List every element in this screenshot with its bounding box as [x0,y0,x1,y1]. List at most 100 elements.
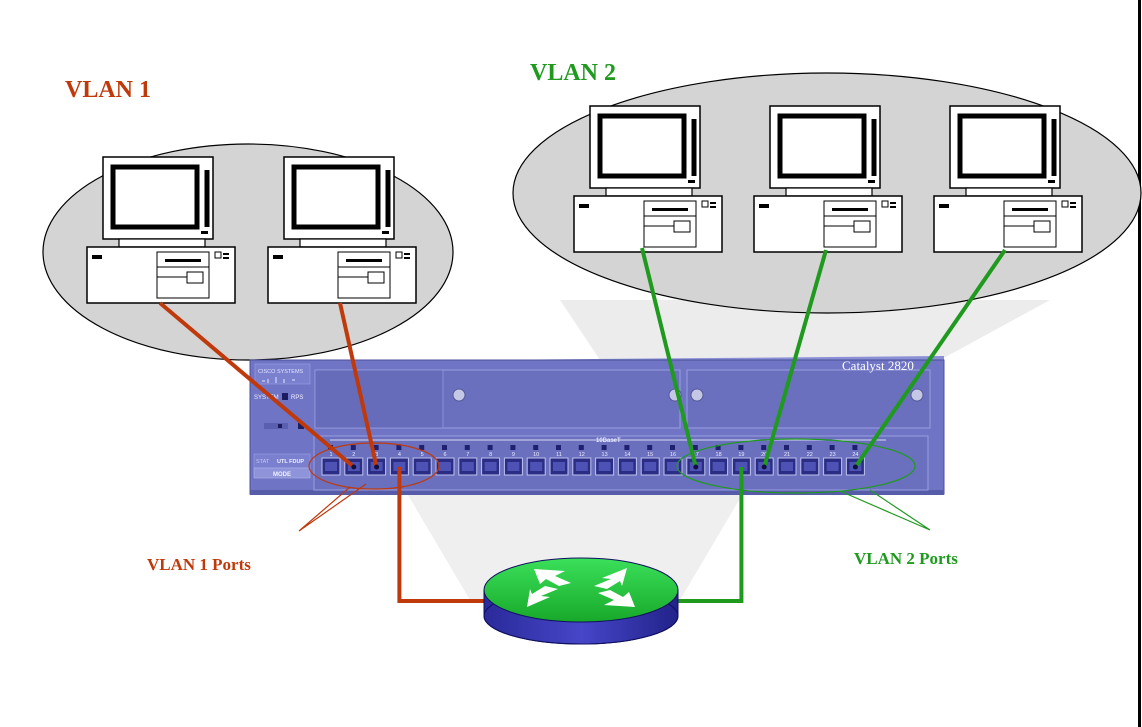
port-jack-inner [553,462,565,471]
vlan2-ports-callout: VLAN 2 Ports [676,438,958,568]
port-number: 5 [421,452,424,458]
port-led [601,445,607,450]
router-top [483,557,679,623]
port-led [692,445,698,450]
port-number: 11 [556,452,562,458]
monitor-stand [299,238,387,248]
port-number: 18 [716,452,722,458]
port-jack-inner [484,462,497,471]
port-number: 2 [352,452,355,458]
router-icon [483,557,679,645]
monitor-stand [118,238,206,248]
port-led [670,445,675,450]
monitor-screen [110,164,200,230]
switch-port[interactable]: 7 [458,445,478,476]
cisco-logo-bars [262,377,295,383]
switch-port[interactable]: 14 [617,445,637,476]
cisco-logo-box [254,363,311,385]
monitor-button [201,231,208,234]
port-number: 14 [624,452,630,458]
switch-port[interactable]: 18 [709,445,729,476]
port-jack-inner [439,462,451,471]
side-switch-3 [223,257,229,259]
switch-port[interactable]: 22 [800,445,820,476]
port-number: 3 [375,452,378,458]
switch-port[interactable]: 9 [503,445,523,476]
switch-port[interactable]: 23 [823,445,843,476]
router-arrow-bottom-right [598,590,635,607]
system-led [282,393,288,400]
desktop-computer-icon [86,156,236,304]
port-jack-inner [781,462,793,471]
port-led [784,445,789,450]
switch-port[interactable]: 10 [526,445,546,476]
power-led [759,204,769,208]
port-connection-dot [374,464,380,470]
drive-button [367,271,385,284]
mode-button-label: MODE [273,472,291,478]
port-jack-inner [644,462,657,471]
drive-button [853,220,871,233]
switch-port[interactable]: 8 [481,445,501,476]
port-number: 19 [738,452,744,458]
port-led [487,445,493,450]
port-connection-dot [761,464,767,470]
router-arrow-top-right [594,568,627,589]
port-number: 4 [398,452,401,458]
port-jack-inner [621,462,634,471]
port-jack-inner [826,462,839,471]
vlan2-pc3-link [853,248,1007,469]
port-jack-inner [393,462,406,471]
power-led [579,204,589,208]
side-switch-3 [890,206,896,208]
port-jack-inner [803,462,816,471]
port-number: 17 [693,452,699,458]
switch-port[interactable]: 6 [435,445,455,476]
port-led [419,445,425,450]
vlan1-title: VLAN 1 [65,77,151,103]
port-jack-inner [667,462,679,471]
drive-button [673,220,691,233]
desktop-computer-icon [753,105,903,253]
port-jack-inner [712,462,725,471]
side-switch-2 [710,202,716,204]
vlan1-ports-ellipse [308,442,440,490]
switch-port[interactable]: 11 [549,445,569,476]
port-led [829,445,835,450]
port-led [556,445,561,450]
port-led [624,445,630,450]
port-number: 7 [466,452,469,458]
port-number: 12 [579,452,585,458]
switch-port[interactable]: 12 [572,445,592,476]
switch-port[interactable]: 21 [777,445,797,476]
floppy-slot [165,259,201,262]
mode-button[interactable] [253,467,311,479]
port-number: 15 [647,452,653,458]
port-number: 16 [670,452,676,458]
utl-fdup-label: UTL FDUP [277,459,304,465]
monitor-screen [291,164,381,230]
connection-lines [158,247,1007,603]
port-led [442,445,447,450]
port-led [738,445,744,450]
catalyst-switch: CISCO SYSTEMS SYSTEM RPS STAT UTL FDUP M… [249,356,945,495]
floppy-slot [346,259,382,262]
port-led [647,445,653,450]
monitor-button [382,231,389,234]
switch-port[interactable]: 19 [731,445,751,476]
desktop-computer-icon [933,105,1083,253]
power-led [939,204,949,208]
side-switch-1 [701,200,709,208]
switch-port[interactable]: 5 [412,445,432,476]
power-led [92,255,102,259]
side-switch-1 [881,200,889,208]
side-switch-2 [890,202,896,204]
expansion-slot-2 [686,369,931,429]
switch-port[interactable]: 15 [640,445,660,476]
switch-port[interactable]: 4 [389,445,409,476]
status-led-1 [264,423,288,429]
port-led [373,445,379,450]
switch-port[interactable]: 13 [595,445,615,476]
vlan2-title: VLAN 2 [530,60,616,86]
